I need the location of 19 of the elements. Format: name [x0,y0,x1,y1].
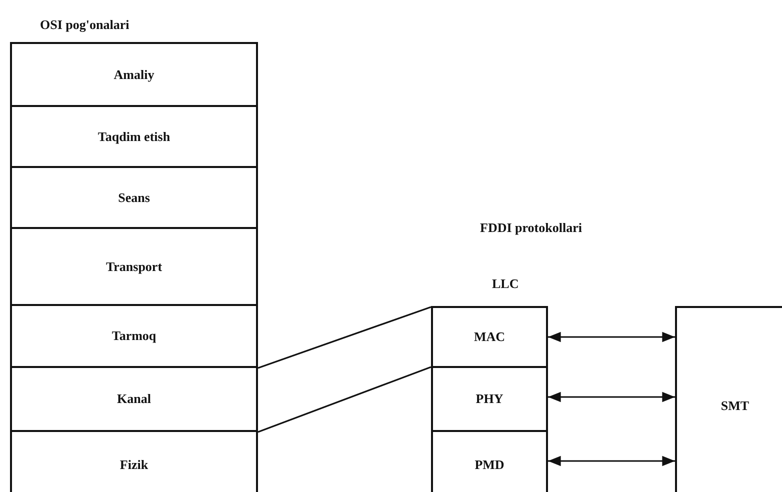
layer-box: PHY [431,366,548,432]
double-arrow [548,332,675,342]
connector-line [258,366,432,433]
layer-box: Fizik [10,430,258,492]
double-arrow [548,392,675,402]
layer-box: Taqdim etish [10,105,258,168]
layer-box: Transport [10,227,258,306]
heading-text: LLC [492,276,519,292]
connector-line [258,306,432,369]
layer-box: Kanal [10,366,258,432]
layer-box: Tarmoq [10,304,258,368]
double-arrow [548,456,675,466]
layer-box: PMD [431,430,548,492]
layer-box: Amaliy [10,42,258,107]
layer-box: SMT [675,306,782,492]
layer-box: MAC [431,306,548,368]
layer-box: Seans [10,166,258,229]
heading-text: OSI pog'onalari [40,17,130,33]
heading-text: FDDI protokollari [480,220,582,236]
